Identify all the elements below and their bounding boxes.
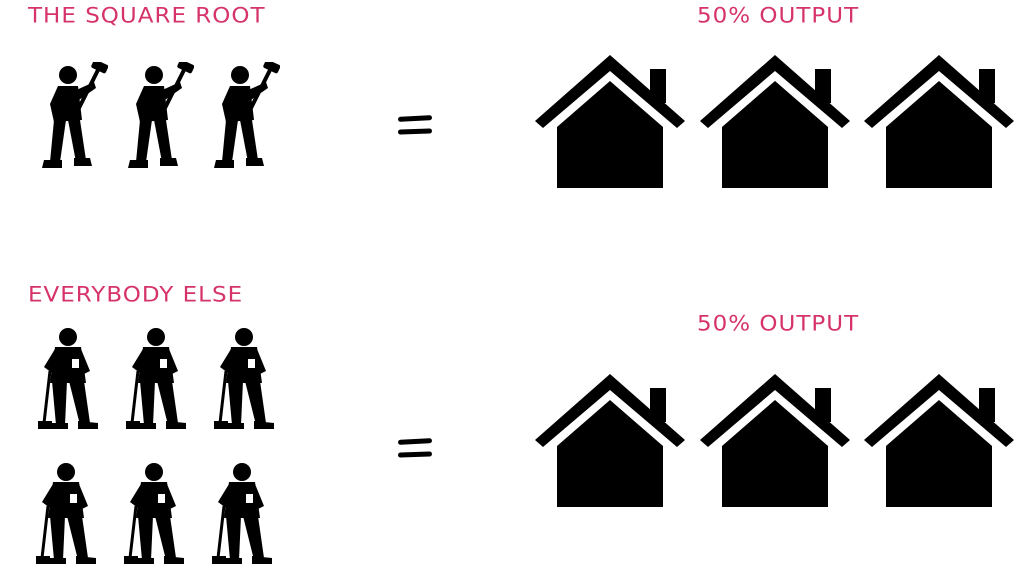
top-house-icon <box>535 55 685 190</box>
idle-worker-icon <box>126 327 196 432</box>
bottom-house-icon <box>535 374 685 509</box>
everybody-else-label: EVERYBODY ELSE <box>28 283 244 307</box>
idle-worker-icon <box>38 327 108 432</box>
top-house-icon <box>864 55 1014 190</box>
top-equals-sign <box>397 113 433 139</box>
top-output-label: 50% OUTPUT <box>697 4 860 28</box>
bottom-house-icon <box>864 374 1014 509</box>
idle-worker-icon <box>212 462 282 567</box>
idle-worker-icon <box>124 462 194 567</box>
hammer-worker-icon <box>124 62 194 172</box>
bottom-output-label: 50% OUTPUT <box>697 312 860 336</box>
square-root-label: THE SQUARE ROOT <box>28 4 266 28</box>
hammer-worker-icon <box>38 62 108 172</box>
hammer-worker-icon <box>210 62 280 172</box>
idle-worker-icon <box>214 327 284 432</box>
bottom-equals-sign <box>397 436 433 462</box>
bottom-house-icon <box>700 374 850 509</box>
idle-worker-icon <box>36 462 106 567</box>
top-house-icon <box>700 55 850 190</box>
